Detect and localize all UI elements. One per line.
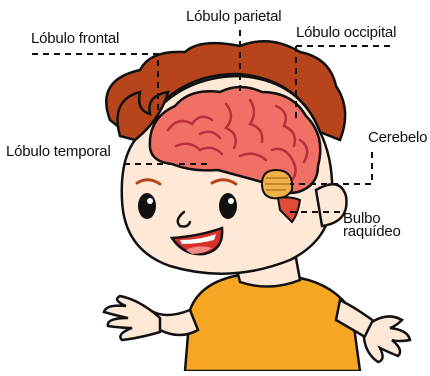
right-hand (364, 316, 410, 362)
label-occipital-lobe: Lóbulo occipital (296, 25, 396, 41)
label-cerebellum: Cerebelo (368, 130, 427, 146)
left-hand (104, 296, 160, 340)
label-medulla-line2: raquídeo (343, 225, 413, 238)
right-eye (219, 193, 237, 219)
shirt (185, 275, 360, 371)
label-frontal-lobe: Lóbulo frontal (31, 31, 119, 47)
ear (316, 184, 347, 226)
left-eye (138, 193, 156, 219)
label-medulla: Bulbo raquídeo (343, 212, 413, 238)
label-parietal-lobe: Lóbulo parietal (186, 9, 281, 25)
label-temporal-lobe: Lóbulo temporal (6, 144, 111, 160)
